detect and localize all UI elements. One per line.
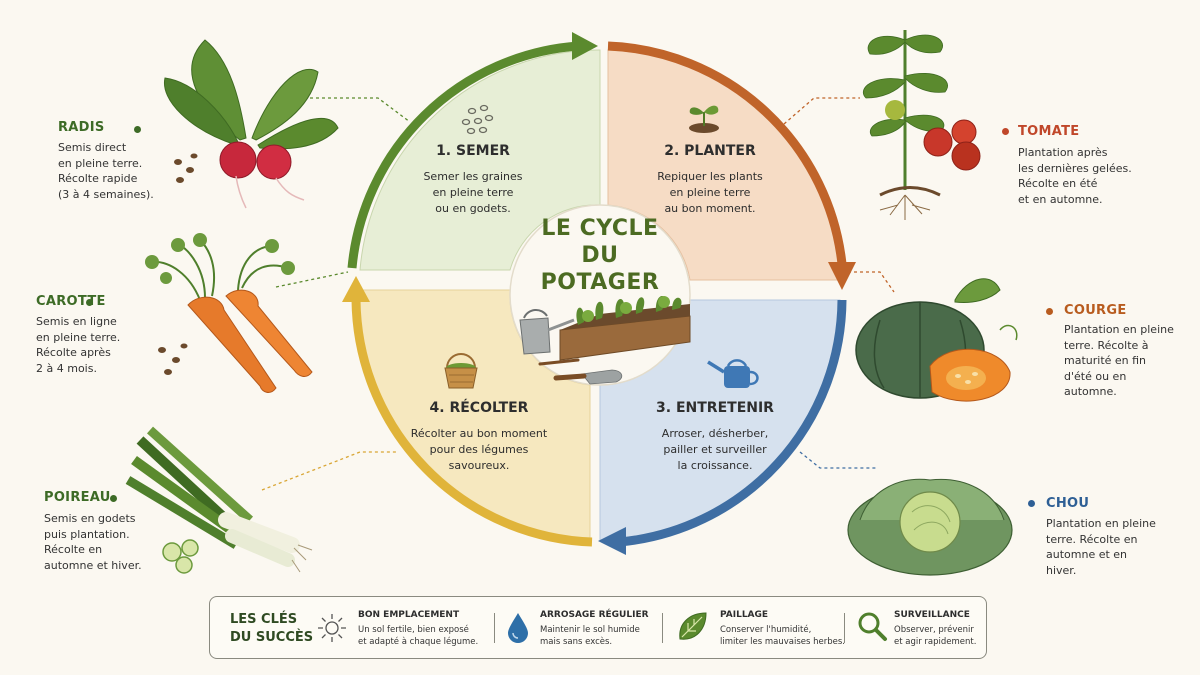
stage-semer-desc: Semer les graines en pleine terre ou en … (408, 169, 538, 217)
chou-desc: Plantation en pleine terre. Récolte en a… (1046, 517, 1156, 577)
arrow-entretenir-head (598, 527, 626, 555)
stage-semer-desc-3: ou en godets. (435, 202, 511, 215)
stage-entretenir-desc: Arroser, désherber, pailler et surveille… (640, 426, 790, 474)
connector-radis (310, 97, 411, 123)
carotte-dot (86, 299, 93, 306)
radis-desc: Semis direct en pleine terre. Récolte ra… (58, 141, 154, 201)
stage-semer-desc-1: Semer les graines (423, 170, 523, 183)
stage-entretenir-desc-2: pailler et surveiller (663, 443, 767, 456)
connector-tomate (783, 97, 860, 125)
stage-recolter-desc-2: pour des légumes (429, 443, 529, 456)
chou-dot (1028, 500, 1035, 507)
stage-planter-desc-1: Repiquer les plants (657, 170, 763, 183)
key-paillage-desc: Conserver l'humidité, limiter les mauvai… (720, 625, 845, 647)
stage-planter-desc-3: au bon moment. (664, 202, 756, 215)
stage-entretenir: 3. ENTRETENIR Arroser, désherber, paille… (640, 400, 790, 474)
keys-to-success-panel: LES CLÉS DU SUCCÈS BON EMPLACEMENT Un so… (209, 596, 987, 659)
key-surveillance-title: SURVEILLANCE (894, 610, 970, 620)
garden-bed-illustration (519, 296, 691, 385)
courge-desc: Plantation en pleine terre. Récolte à ma… (1064, 323, 1174, 398)
radish-illustration (163, 39, 339, 209)
connector-carotte (275, 271, 349, 288)
water-drop-icon (508, 613, 528, 643)
stage-recolter-desc-3: savoureux. (448, 459, 510, 472)
key-arrosage-desc: Maintenir le sol humide mais sans excès. (540, 625, 640, 647)
stage-entretenir-desc-3: la croissance. (677, 459, 753, 472)
stage-planter-desc: Repiquer les plants en pleine terre au b… (640, 169, 780, 217)
legend-separator (494, 613, 495, 643)
tomate-dot (1002, 128, 1009, 135)
keys-title: LES CLÉS DU SUCCÈS (230, 612, 314, 645)
radis-name: RADIS (58, 120, 105, 135)
carrot-illustration (145, 233, 313, 393)
watering-can-icon (707, 359, 759, 388)
stage-semer: 1. SEMER Semer les graines en pleine ter… (408, 143, 538, 217)
cycle-title: LE CYCLE DU POTAGER (520, 215, 680, 296)
cycle-title-line1: LE CYCLE (541, 216, 659, 241)
seeds-icon (461, 104, 494, 135)
basket-icon (444, 353, 478, 389)
central-watering-can (519, 309, 575, 355)
arrow-planter (607, 41, 847, 265)
stage-recolter-desc-1: Récolter au bon moment (410, 427, 548, 440)
tomate-name: TOMATE (1018, 124, 1080, 139)
arrow-entretenir (619, 299, 847, 547)
legend-separator (844, 613, 845, 643)
chou-name: CHOU (1046, 496, 1090, 511)
key-emplacement-desc: Un sol fertile, bien exposé et adapté à … (358, 625, 479, 647)
poireau-name: POIREAU (44, 490, 111, 505)
cycle-title-line2: DU POTAGER (540, 243, 660, 295)
key-surveillance-desc: Observer, prévenir et agir rapidement. (894, 625, 977, 647)
tomato-illustration (863, 30, 981, 220)
stage-planter-desc-2: en pleine terre (669, 186, 751, 199)
stage-recolter: 4. RÉCOLTER Récolter au bon moment pour … (404, 400, 554, 474)
legend-separator (662, 613, 663, 643)
leaf-icon (679, 612, 707, 640)
key-emplacement-title: BON EMPLACEMENT (358, 610, 460, 620)
central-trowel (553, 369, 623, 385)
cabbage-illustration (847, 478, 1013, 576)
key-paillage-title: PAILLAGE (720, 610, 769, 620)
stage-planter: 2. PLANTER Repiquer les plants en pleine… (640, 143, 780, 217)
courge-dot (1046, 308, 1053, 315)
stage-recolter-title: 4. RÉCOLTER (429, 400, 529, 416)
leek-illustration (125, 426, 313, 574)
connector-courge (848, 271, 895, 293)
stage-recolter-desc: Récolter au bon moment pour des légumes … (404, 426, 554, 474)
poireau-dot (110, 495, 117, 502)
stage-planter-title: 2. PLANTER (664, 143, 756, 159)
arrow-semer-head (572, 32, 598, 60)
sprout-icon (689, 105, 719, 133)
arrow-recolter (351, 299, 593, 547)
stage-entretenir-title: 3. ENTRETENIR (656, 400, 774, 416)
pumpkin-illustration (855, 278, 1018, 402)
arrow-recolter-head (342, 276, 370, 302)
radis-dot (134, 126, 141, 133)
poireau-desc: Semis en godets puis plantation. Récolte… (44, 512, 142, 572)
tomate-desc: Plantation après les dernières gelées. R… (1018, 146, 1132, 206)
stage-semer-title: 1. SEMER (436, 143, 510, 159)
carotte-name: CAROTTE (36, 294, 106, 309)
connector-chou (799, 451, 878, 469)
courge-name: COURGE (1064, 303, 1127, 318)
carotte-desc: Semis en ligne en pleine terre. Récolte … (36, 315, 121, 375)
quadrant-semer (359, 49, 601, 271)
vegetable-illustrations (125, 30, 1018, 576)
sun-icon (318, 614, 346, 642)
arrow-semer (347, 41, 579, 269)
magnifier-icon (858, 612, 887, 641)
stage-entretenir-desc-1: Arroser, désherber, (661, 427, 769, 440)
key-arrosage-title: ARROSAGE RÉGULIER (540, 610, 649, 620)
arrow-planter-head (828, 262, 856, 290)
stage-semer-desc-2: en pleine terre (432, 186, 514, 199)
